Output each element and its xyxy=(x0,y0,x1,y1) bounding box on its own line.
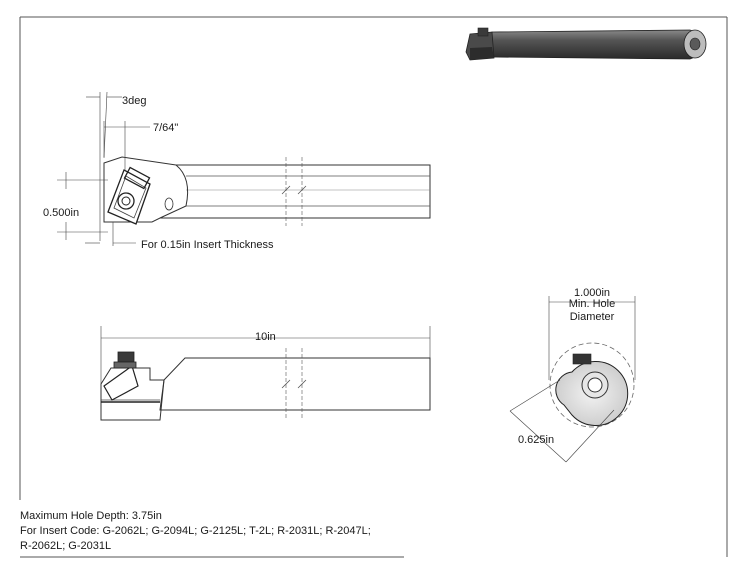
sheet-border xyxy=(19,16,728,558)
min-hole-label: Min. Hole xyxy=(569,298,615,310)
max-hole-depth-note: Maximum Hole Depth: 3.75in xyxy=(20,510,162,522)
front-view: 10in xyxy=(100,326,431,421)
top-view: 3deg 7/64" 0.500in For 0.15in Insert Thi… xyxy=(43,91,431,251)
length-label: 10in xyxy=(255,331,276,343)
offset-label: 7/64" xyxy=(153,122,178,134)
insert-code-note: For Insert Code: G-2062L; G-2094L; G-212… xyxy=(20,525,371,537)
height-label: 0.500in xyxy=(43,207,79,219)
min-hole-diameter-label: Diameter xyxy=(570,311,615,323)
end-view: 1.000in Min. Hole Diameter 0.625in xyxy=(509,287,636,463)
angle-label: 3deg xyxy=(122,95,146,107)
insert-code-note-continued: R-2062L; G-2031L xyxy=(20,540,112,552)
bar-diameter-label: 0.625in xyxy=(518,434,554,446)
isometric-view xyxy=(465,27,707,61)
insert-thickness-label: For 0.15in Insert Thickness xyxy=(141,239,274,251)
min-hole-value: 1.000in xyxy=(574,287,610,299)
